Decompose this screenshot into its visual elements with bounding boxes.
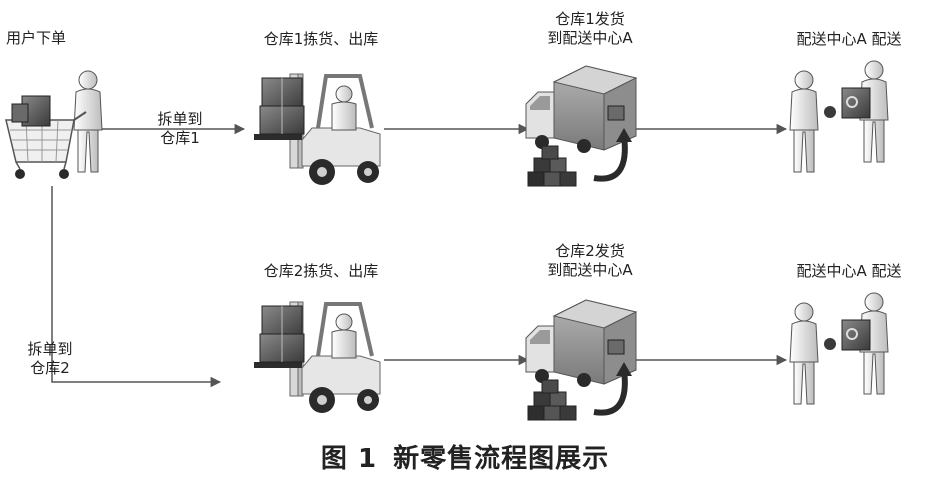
node-wh2-ship-line1: 仓库2发货 <box>555 242 625 260</box>
edge-split-2-line2: 仓库2 <box>30 359 70 377</box>
connectors <box>51 123 788 388</box>
customer-cart-icon <box>6 71 102 179</box>
handover-icon-2 <box>790 293 888 404</box>
truck-icon-2 <box>526 300 636 420</box>
truck-icon-1 <box>526 66 636 186</box>
node-wh1-pick: 仓库1拣货、出库 <box>263 30 379 48</box>
forklift-icon-1 <box>252 72 382 187</box>
forklift-icon-2 <box>252 300 382 415</box>
node-wh2-pick: 仓库2拣货、出库 <box>263 262 379 280</box>
handover-icon-1 <box>790 61 888 172</box>
node-wh2-ship-line2: 到配送中心A <box>547 261 633 279</box>
edge-split-1: 拆单到 仓库1 <box>140 110 220 148</box>
node-wh2-ship: 仓库2发货 到配送中心A <box>520 242 660 280</box>
edge-split-2: 拆单到 仓库2 <box>10 340 90 378</box>
figure-title: 新零售流程图展示 <box>393 444 610 474</box>
edge-split-2-line1: 拆单到 <box>27 340 73 358</box>
node-center-deliver-2: 配送中心A 配送 <box>796 262 902 280</box>
figure-number: 图 1 <box>320 444 378 474</box>
node-wh1-ship: 仓库1发货 到配送中心A <box>520 10 660 48</box>
node-customer: 用户下单 <box>6 29 67 47</box>
node-wh1-ship-line1: 仓库1发货 <box>555 10 625 28</box>
node-wh1-ship-line2: 到配送中心A <box>547 29 633 47</box>
edge-split-1-line1: 拆单到 <box>157 110 203 128</box>
edge-split-1-line2: 仓库1 <box>160 129 200 147</box>
figure-caption: 图 1 新零售流程图展示 <box>0 438 930 475</box>
node-center-deliver-1: 配送中心A 配送 <box>796 30 902 48</box>
arrow-customer-to-wh2 <box>51 186 222 388</box>
